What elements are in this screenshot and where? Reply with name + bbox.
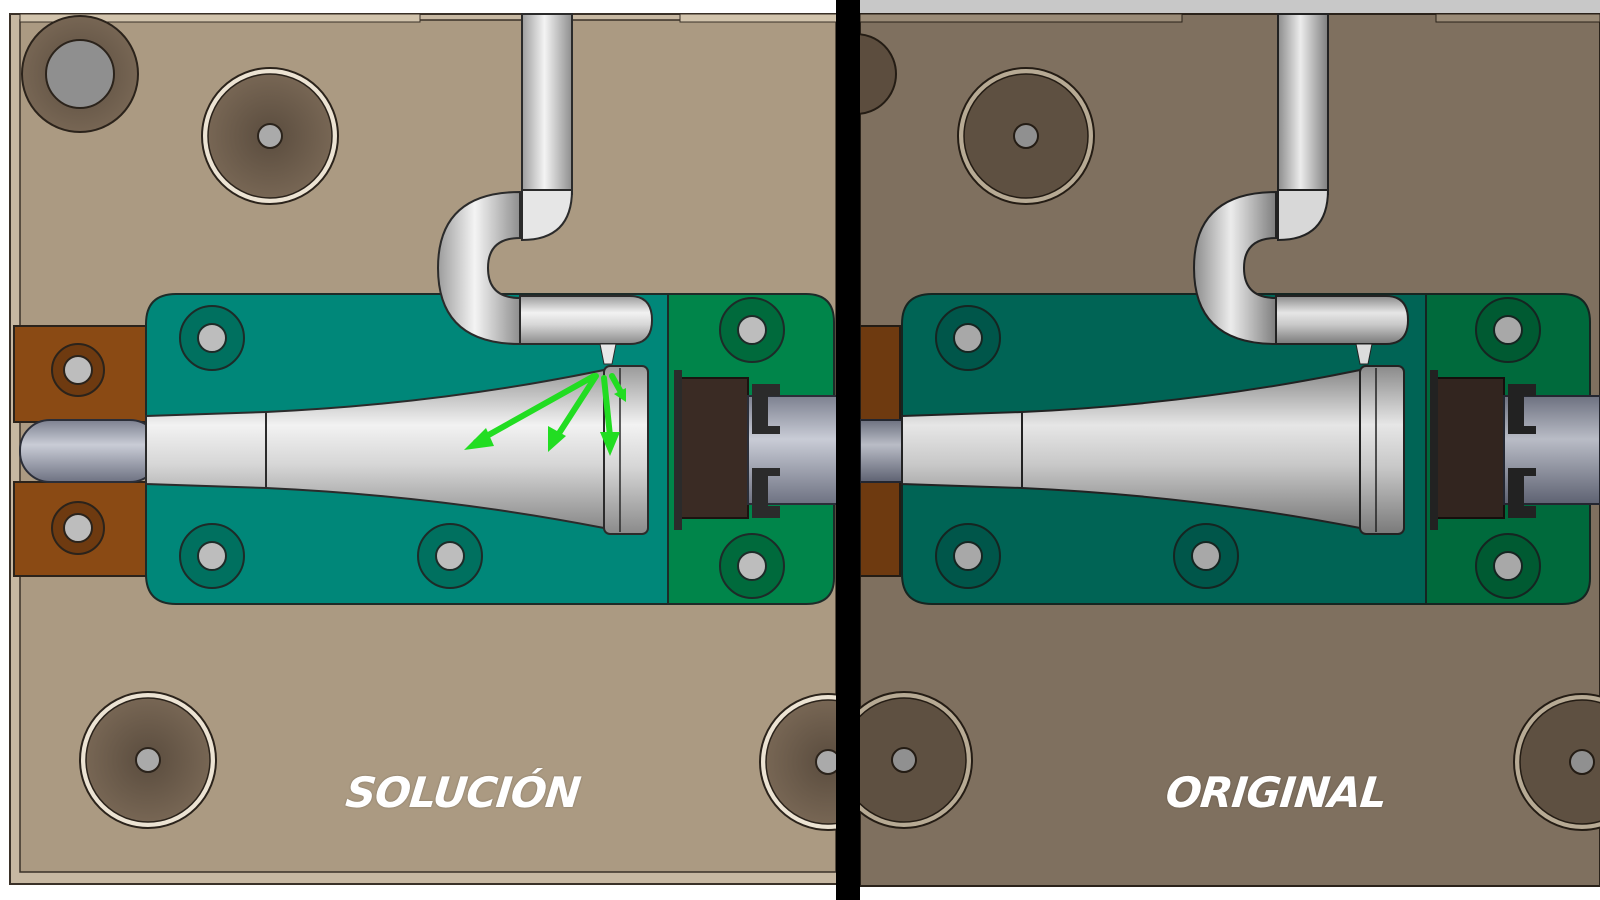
caption-solution: SOLUCIÓN — [343, 768, 583, 817]
counterbore-top — [957, 67, 1095, 205]
corner-bore-top-left — [21, 15, 139, 133]
screw-holes — [179, 297, 785, 599]
part-flange — [1359, 365, 1405, 535]
corner-bore-top-left — [860, 33, 897, 115]
counterbore-bottom-left — [79, 691, 217, 829]
clamp-block-bottom — [860, 481, 901, 577]
mold-panel-solution — [9, 13, 836, 885]
caption-original: ORIGINAL — [1163, 768, 1389, 817]
counterbore-bottom-right — [759, 693, 836, 831]
runner-pipe — [436, 13, 654, 365]
core-pin — [675, 377, 749, 519]
counterbore-bottom-left — [860, 691, 973, 829]
core-pin — [1431, 377, 1505, 519]
runner-pipe — [1192, 13, 1410, 365]
mold-panel-original — [860, 0, 1600, 887]
clamp-block-top — [13, 325, 147, 423]
counterbore-top — [201, 67, 339, 205]
clamp-block-top — [860, 325, 901, 423]
counterbore-bottom-right — [1513, 693, 1600, 831]
panel-divider — [836, 0, 860, 900]
flow-arrows — [464, 373, 626, 456]
ejector-rod — [19, 419, 161, 483]
part-flange — [603, 365, 649, 535]
screw-holes — [935, 297, 1541, 599]
clamp-block-bottom — [13, 481, 147, 577]
